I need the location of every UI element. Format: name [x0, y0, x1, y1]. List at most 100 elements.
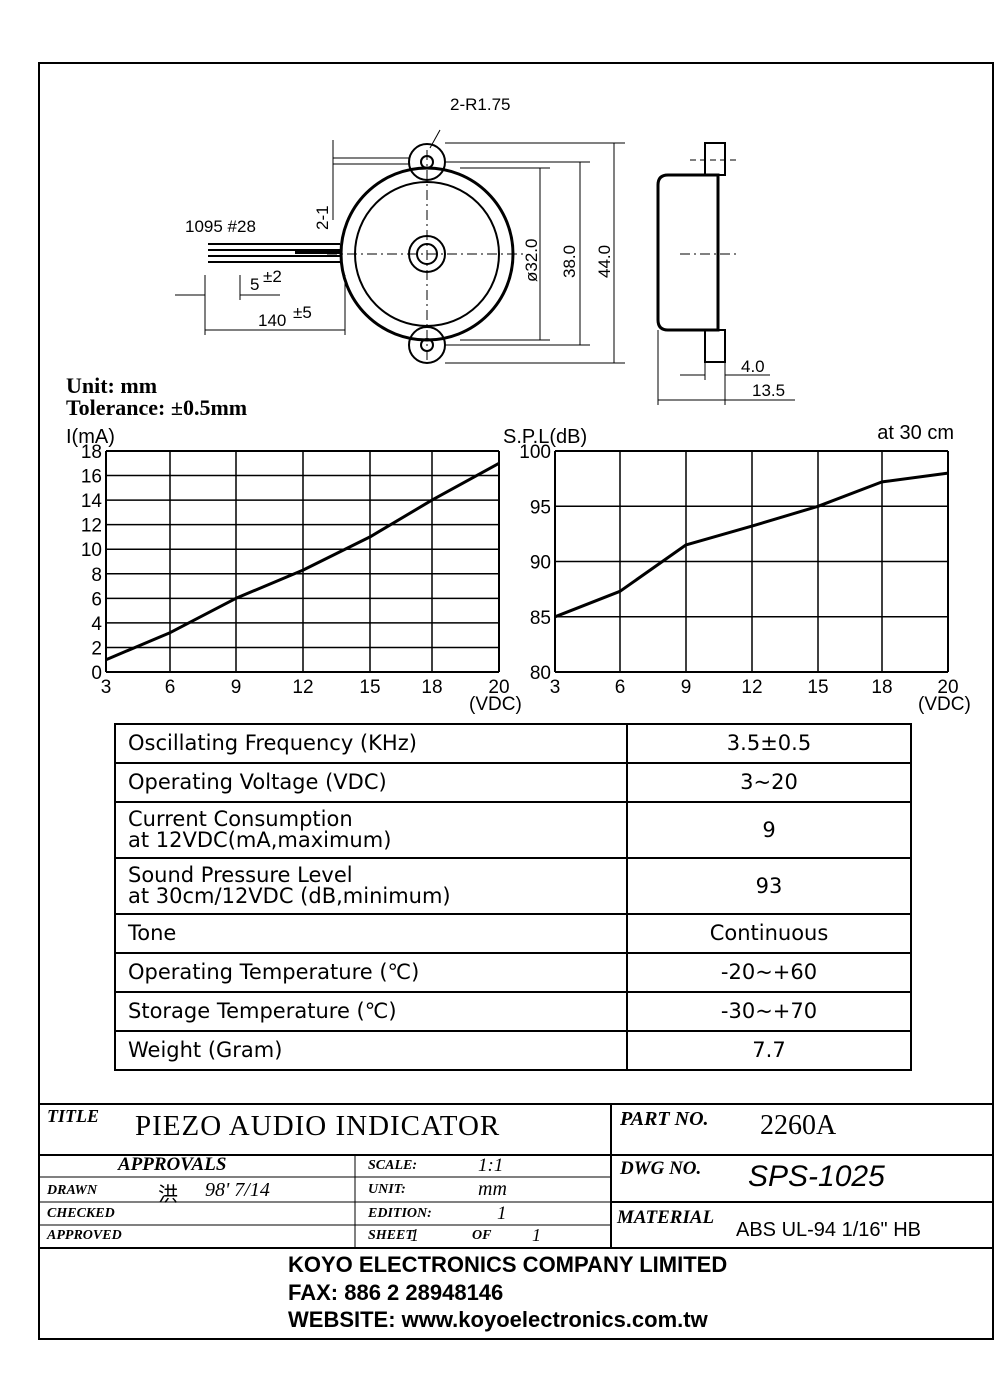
drawing-title: PIEZO AUDIO INDICATOR: [135, 1110, 501, 1142]
wire-spec-label: 1095 #28: [185, 217, 256, 236]
of-label: OF: [472, 1228, 492, 1243]
y-tick-label: 12: [81, 516, 102, 537]
spec-label: Tone: [114, 913, 628, 954]
spec-value: 3~20: [626, 762, 912, 803]
unit-note: Unit: mm: [66, 373, 157, 398]
spec-label: Operating Temperature (℃): [114, 952, 628, 993]
company-name: KOYO ELECTRONICS COMPANY LIMITED: [288, 1252, 728, 1277]
strip-tol-label: ±2: [263, 267, 282, 286]
spec-label: Oscillating Frequency (KHz): [114, 723, 628, 764]
x-axis-label: (VDC): [918, 694, 971, 715]
hole-pitch-label: 38.0: [560, 245, 579, 278]
sheet-label: SHEET: [368, 1228, 414, 1243]
unit-value: mm: [478, 1178, 507, 1200]
strip-length-label: 5: [250, 275, 259, 294]
body-diameter-label: ø32.0: [522, 239, 541, 282]
y-tick-label: 4: [91, 614, 102, 635]
part-no-value: 2260A: [760, 1110, 837, 1141]
y-tick-label: 18: [81, 442, 102, 463]
y-tick-label: 6: [91, 589, 102, 610]
ear-thickness-label: 4.0: [741, 357, 765, 376]
spec-value: 93: [626, 857, 912, 915]
table-row: Operating Temperature (℃)-20~+60: [114, 952, 912, 993]
y-tick-label: 85: [530, 608, 551, 629]
x-tick-label: 3: [101, 677, 112, 698]
lead-tol-label: ±5: [293, 303, 312, 322]
approved-label: APPROVED: [47, 1228, 122, 1243]
drawn-date: 98' 7/14: [205, 1179, 270, 1201]
sheet-value: 1: [410, 1225, 419, 1245]
website-line: WEBSITE: www.koyoelectronics.com.tw: [288, 1307, 708, 1332]
lead-length-label: 140: [258, 311, 286, 330]
x-tick-label: 18: [421, 677, 442, 698]
x-tick-label: 15: [359, 677, 380, 698]
y-tick-label: 10: [81, 540, 102, 561]
table-row: Operating Voltage (VDC)3~20: [114, 762, 912, 803]
y-tick-label: 90: [530, 553, 551, 574]
checked-label: CHECKED: [47, 1206, 115, 1221]
y-tick-label: 8: [91, 565, 102, 586]
spec-label-sub: at 30cm/12VDC (dB,minimum): [128, 884, 451, 908]
table-row: Oscillating Frequency (KHz)3.5±0.5: [114, 723, 912, 764]
spec-value: Continuous: [626, 913, 912, 954]
y-tick-label: 16: [81, 467, 102, 488]
spec-label: Weight (Gram): [114, 1030, 628, 1071]
title-label: TITLE: [47, 1106, 99, 1126]
y-axis-label: I(mA): [66, 426, 115, 448]
x-axis-label: (VDC): [469, 694, 522, 715]
x-tick-label: 6: [615, 677, 626, 698]
dwg-no-value: SPS-1025: [748, 1160, 885, 1193]
material-label: MATERIAL: [617, 1207, 715, 1228]
drawn-by: 洪: [158, 1182, 178, 1206]
ear-offset-label: 2-1: [313, 205, 332, 230]
side-view: [656, 173, 720, 332]
table-row: Storage Temperature (℃)-30~+70: [114, 991, 912, 1032]
x-tick-label: 20: [937, 677, 958, 698]
y-tick-label: 95: [530, 497, 551, 518]
spec-label: Current Consumption: [128, 807, 353, 831]
x-tick-label: 12: [741, 677, 762, 698]
spec-label-sub: at 12VDC(mA,maximum): [128, 828, 392, 852]
x-tick-label: 12: [292, 677, 313, 698]
overall-height-label: 44.0: [595, 245, 614, 278]
spec-table: Oscillating Frequency (KHz)3.5±0.5 Opera…: [114, 723, 912, 1071]
spec-value: 3.5±0.5: [626, 723, 912, 764]
body-depth-label: 13.5: [752, 381, 785, 400]
x-tick-label: 6: [165, 677, 176, 698]
hole-radius-label: 2-R1.75: [450, 95, 510, 114]
sheet-total: 1: [532, 1225, 541, 1245]
material-value: ABS UL-94 1/16" HB: [736, 1219, 921, 1241]
unit-label: UNIT:: [368, 1182, 406, 1197]
x-tick-label: 15: [807, 677, 828, 698]
spec-label: Storage Temperature (℃): [114, 991, 628, 1032]
x-tick-label: 20: [488, 677, 509, 698]
part-no-label: PART NO.: [620, 1108, 709, 1130]
table-row: Weight (Gram)7.7: [114, 1030, 912, 1071]
approvals-label: APPROVALS: [118, 1154, 227, 1175]
spec-value: 9: [626, 801, 912, 859]
scale-value: 1:1: [478, 1155, 504, 1176]
y-tick-label: 100: [519, 442, 551, 463]
drawing-border: [38, 62, 994, 1340]
spec-value: 7.7: [626, 1030, 912, 1071]
y-axis-label: S.P.L(dB): [503, 426, 587, 448]
scale-label: SCALE:: [368, 1158, 418, 1173]
dwg-no-label: DWG NO.: [620, 1158, 702, 1179]
y-tick-label: 80: [530, 663, 551, 684]
spec-label: Sound Pressure Level: [128, 863, 353, 887]
y-tick-label: 14: [81, 491, 103, 512]
x-tick-label: 9: [231, 677, 242, 698]
fax-line: FAX: 886 2 28948146: [288, 1280, 504, 1305]
spec-label: Operating Voltage (VDC): [114, 762, 628, 803]
spec-value: -20~+60: [626, 952, 912, 993]
chart-annotation: at 30 cm: [877, 422, 954, 444]
tolerance-note: Tolerance: ±0.5mm: [66, 395, 247, 420]
